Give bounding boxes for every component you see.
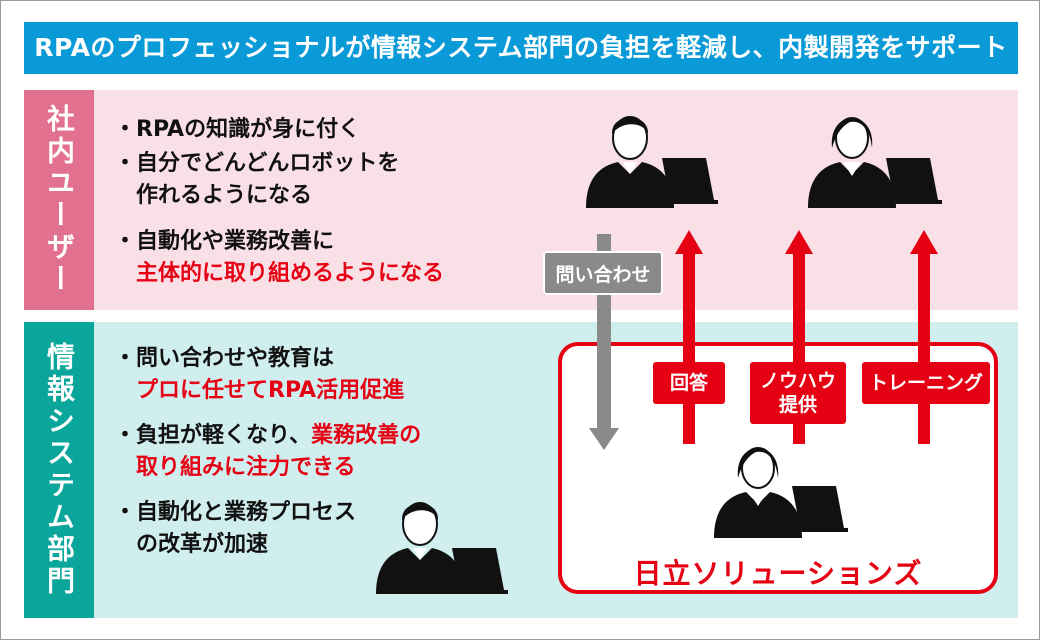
training-arrow <box>910 230 938 444</box>
bullet-dot: ・ <box>114 346 137 371</box>
bullet-text: 自動化や業務改善に <box>136 229 335 254</box>
banner-title: RPAのプロフェッショナルが情報システム部門の負担を軽減し、内製開発をサポート <box>24 22 1018 74</box>
bullet-text: 自分でどんどんロボットを <box>136 151 400 176</box>
bullet-dot: ・ <box>114 423 137 448</box>
it-bullet-1: ・問い合わせや教育は プロに任せてRPA活用促進 <box>114 343 404 407</box>
bullet-text-cont: の改革が加速 <box>136 532 269 557</box>
it-bullet-3: ・自動化と業務プロセス の改革が加速 <box>114 497 356 561</box>
provider-staff-icon <box>713 447 848 539</box>
inquiry-label: 問い合わせ <box>543 251 663 295</box>
bullet-text-cont: 作れるようになる <box>136 183 313 208</box>
user-man-icon <box>585 116 718 209</box>
training-label: トレーニング <box>862 362 990 404</box>
answer-label: 回答 <box>653 362 725 404</box>
user-bullet-1: ・RPAの知識が身に付く <box>114 114 360 146</box>
knowhow-label-line2: 提供 <box>778 394 817 416</box>
bullet-text-highlight: 取り組みに注力できる <box>136 455 356 480</box>
bullet-text-highlight: プロに任せてRPA活用促進 <box>136 378 405 403</box>
bullet-dot: ・ <box>114 229 137 254</box>
it-bullet-2: ・負担が軽くなり、業務改善の 取り組みに注力できる <box>114 420 421 484</box>
training-label-text: トレーニング <box>868 372 983 394</box>
user-woman-icon <box>807 117 942 209</box>
knowhow-label-line1: ノウハウ <box>759 370 836 392</box>
knowhow-label: ノウハウ 提供 <box>750 362 846 424</box>
it-staff-icon <box>375 502 508 595</box>
bullet-text: 問い合わせや教育は <box>136 346 335 371</box>
provider-name: 日立ソリューションズ <box>633 557 923 590</box>
bullet-dot: ・ <box>114 117 137 142</box>
bullet-text: 負担が軽くなり、 <box>136 423 312 448</box>
bullet-text: 自動化と業務プロセス <box>136 500 357 525</box>
user-section-label: 社内ユーザー <box>24 90 94 310</box>
it-section-label: 情報システム部門 <box>24 322 94 618</box>
bullet-dot: ・ <box>114 500 137 525</box>
answer-arrow <box>675 230 703 444</box>
bullet-text-highlight: 業務改善の <box>311 423 422 448</box>
user-bullet-2: ・自分でどんどんロボットを 作れるようになる <box>114 148 399 212</box>
bullet-text-highlight: 主体的に取り組めるようになる <box>136 261 445 286</box>
answer-label-text: 回答 <box>669 372 708 394</box>
bullet-text: RPAの知識が身に付く <box>136 117 361 142</box>
user-bullet-3: ・自動化や業務改善に 主体的に取り組めるようになる <box>114 226 444 290</box>
bullet-dot: ・ <box>114 151 137 176</box>
